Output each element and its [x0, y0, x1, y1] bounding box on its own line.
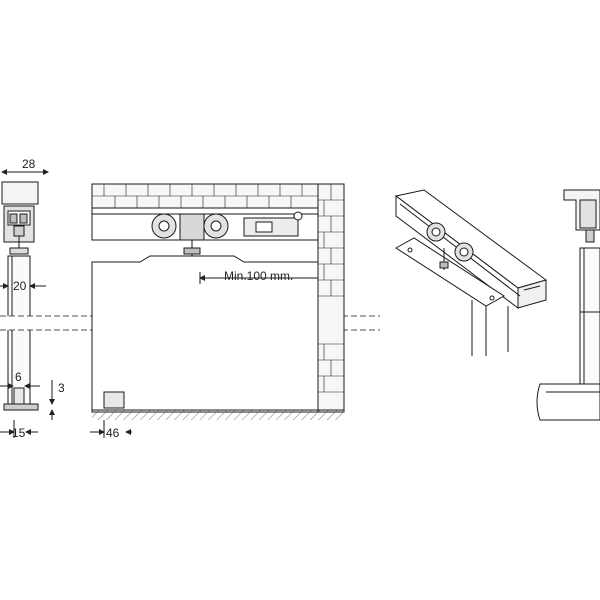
dim-bottom-width: 15	[12, 426, 26, 440]
dim-guide-width: 6	[15, 370, 22, 384]
isometric-view	[394, 189, 548, 356]
side-view	[536, 189, 600, 421]
front-elevation: Min.100 mm. 46	[90, 183, 345, 440]
section-view: 28 20 6 3 15	[0, 157, 65, 440]
dim-guide-height: 3	[58, 381, 65, 395]
dim-min-clearance: Min.100 mm.	[224, 269, 293, 283]
dim-guide-offset: 46	[106, 426, 120, 440]
dim-door-clearance: 20	[13, 279, 27, 293]
dim-track-width: 28	[22, 157, 36, 171]
